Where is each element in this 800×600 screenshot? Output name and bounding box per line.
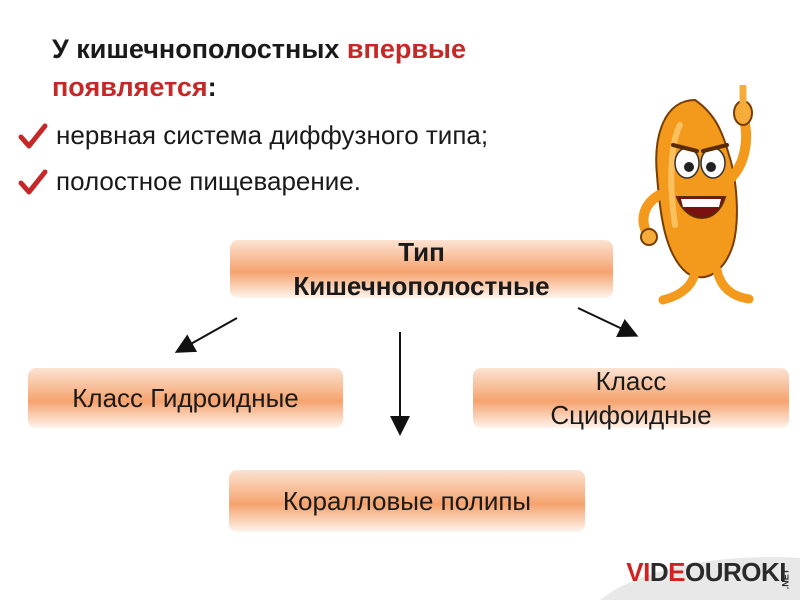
mascot-character-image [638, 85, 754, 305]
heading-colon: : [207, 72, 217, 102]
logo-swoosh-icon [600, 557, 800, 600]
bullet-text-2: полостное пищеварение. [56, 166, 361, 196]
class-scyphozoa-line-1: Класс [595, 366, 667, 396]
class-scyphozoa-line-2: Сцифоидные [550, 400, 712, 430]
bullet-text-1: нервная система диффузного типа; [56, 120, 489, 150]
checkmark-icon [18, 169, 48, 194]
slide-heading: У кишечнополостных впервые появляется: [52, 30, 612, 106]
coral-polyps-label: Коралловые полипы [282, 486, 532, 516]
coral-polyps-box: Коралловые полипы [229, 470, 585, 532]
class-hydrozoa-label: Класс Гидроидные [72, 383, 299, 413]
videouroki-logo: VIDEOUROKI .NET [580, 548, 800, 600]
checkmark-icon [18, 123, 48, 148]
arrow-to-hydro [174, 317, 238, 353]
arrow-to-scypho [577, 307, 639, 338]
class-scyphozoa-box: Класс Сцифоидные [473, 366, 789, 430]
logo-net-suffix: .NET [780, 568, 791, 590]
phylum-line-1: Тип [398, 237, 445, 267]
heading-text: У кишечнополостных [52, 34, 347, 64]
bullet-item-2: полостное пищеварение. [18, 166, 361, 197]
phylum-box: Тип Кишечнополостные [230, 237, 613, 301]
bullet-item-1: нервная система диффузного типа; [18, 120, 488, 151]
class-hydrozoa-box: Класс Гидроидные [28, 368, 343, 428]
logo-text: VIDEOUROKI [626, 557, 786, 587]
phylum-line-2: Кишечнополостные [293, 271, 550, 301]
heading-highlight: впервые появляется [52, 34, 467, 102]
